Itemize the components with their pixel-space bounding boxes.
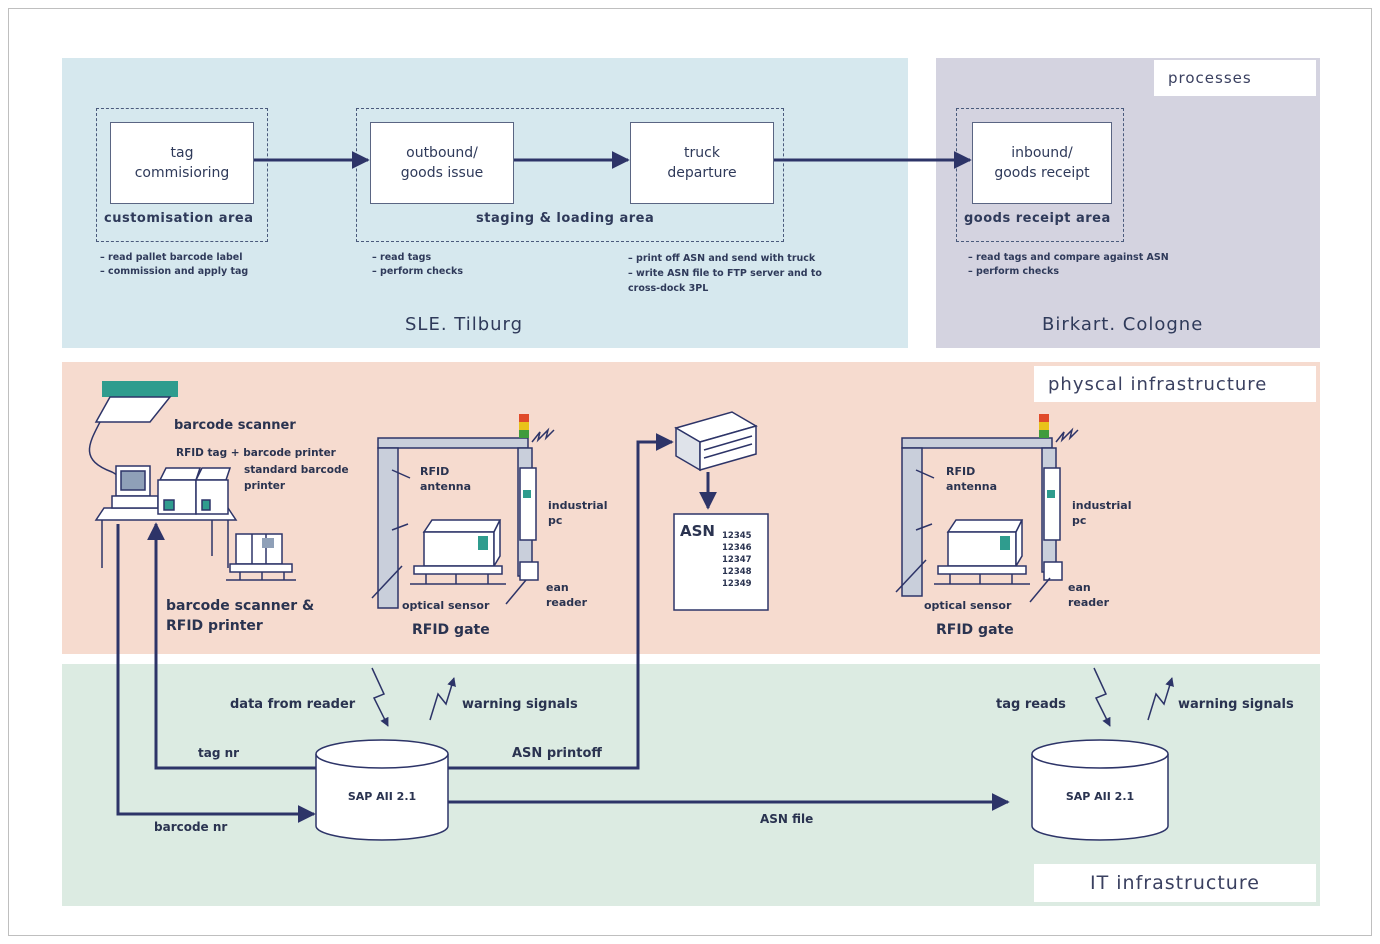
asn-number: 12347 xyxy=(722,555,752,565)
database-sap-2 xyxy=(1031,739,1169,841)
rfid-printer-label: RFID tag + barcode printer xyxy=(176,447,336,459)
ean-reader-label-1: ean reader xyxy=(546,581,588,609)
goods-receipt-notes: – read tags and compare against ASN – pe… xyxy=(968,252,1169,277)
sap-2-label: SAP AII 2.1 xyxy=(1065,790,1135,803)
rfid-antenna-label-1: RFID antenna xyxy=(420,465,472,493)
industrial-pc-label-1: industrial pc xyxy=(548,499,608,527)
rfid-gate-2-illustration xyxy=(895,414,1079,603)
asn-printoff-label: ASN printoff xyxy=(512,746,602,761)
asn-file-label: ASN file xyxy=(760,812,814,826)
tag-commissioning-box: tag commisioring xyxy=(110,122,254,204)
asn-document-title: ASN xyxy=(680,522,715,540)
staging-area-label: staging & loading area xyxy=(476,211,655,226)
goods-receipt-area-box xyxy=(956,108,1124,242)
barcode-station-caption: barcode scanner & RFID printer xyxy=(166,598,315,634)
site-tilburg: SLE. Tilburg xyxy=(405,314,524,335)
optical-sensor-label-1: optical sensor xyxy=(402,599,490,612)
inbound-goods-receipt-box: inbound/ goods receipt xyxy=(972,122,1112,204)
warning-signals-label-2: warning signals xyxy=(1178,697,1294,712)
barcode-scanner-label: barcode scanner xyxy=(174,418,296,433)
customisation-area-box xyxy=(96,108,268,242)
truck-notes: – print off ASN and send with truck – wr… xyxy=(628,253,822,294)
outbound-goods-issue-box: outbound/ goods issue xyxy=(370,122,514,204)
rfid-gate-1-illustration xyxy=(371,414,555,609)
tag-nr-label: tag nr xyxy=(198,746,240,760)
customisation-area-label: customisation area xyxy=(104,211,254,226)
processes-label: processes xyxy=(1154,60,1316,96)
asn-printoff-line xyxy=(448,433,674,770)
standard-printer-label: standard barcode printer xyxy=(244,464,349,492)
asn-number: 12349 xyxy=(722,579,752,589)
staging-area-box xyxy=(356,108,784,242)
truck-departure-box: truck departure xyxy=(630,122,774,204)
asn-number: 12348 xyxy=(722,567,752,577)
staging-notes: – read tags – perform checks xyxy=(372,252,463,277)
industrial-pc-label-2: industrial pc xyxy=(1072,499,1132,527)
barcode-nr-line xyxy=(116,524,316,823)
customisation-notes: – read pallet barcode label – commission… xyxy=(100,252,249,277)
asn-number-list: 12345 12346 12347 12348 12349 xyxy=(722,530,752,590)
asn-number: 12345 xyxy=(722,531,752,541)
warning-signals-bolt-2 xyxy=(1147,677,1174,721)
data-from-reader-label: data from reader xyxy=(230,697,356,712)
asn-number: 12346 xyxy=(722,543,752,553)
tag-reads-bolt xyxy=(1093,667,1111,727)
tag-nr-line xyxy=(147,522,316,770)
asn-printer-illustration xyxy=(674,411,758,472)
rfid-gate-label-2: RFID gate xyxy=(936,622,1014,638)
optical-sensor-label-2: optical sensor xyxy=(924,599,1012,612)
ean-reader-label-2: ean reader xyxy=(1068,581,1110,609)
rfid-antenna-label-2: RFID antenna xyxy=(946,465,998,493)
sap-1-label: SAP AII 2.1 xyxy=(347,790,417,803)
physical-infrastructure-label: physcal infrastructure xyxy=(1034,366,1316,402)
tag-reads-label: tag reads xyxy=(996,697,1066,712)
goods-receipt-area-label: goods receipt area xyxy=(964,211,1111,226)
rfid-gate-label-1: RFID gate xyxy=(412,622,490,638)
database-sap-1 xyxy=(315,739,449,841)
it-infrastructure-label: IT infrastructure xyxy=(1034,864,1316,902)
site-cologne: Birkart. Cologne xyxy=(1042,314,1204,335)
asn-document xyxy=(673,513,769,611)
warning-signals-label-1: warning signals xyxy=(462,697,578,712)
barcode-station-illustration xyxy=(88,381,296,581)
data-from-reader-bolt xyxy=(371,667,389,727)
warning-signals-bolt-1 xyxy=(429,677,456,721)
barcode-nr-label: barcode nr xyxy=(154,820,228,834)
